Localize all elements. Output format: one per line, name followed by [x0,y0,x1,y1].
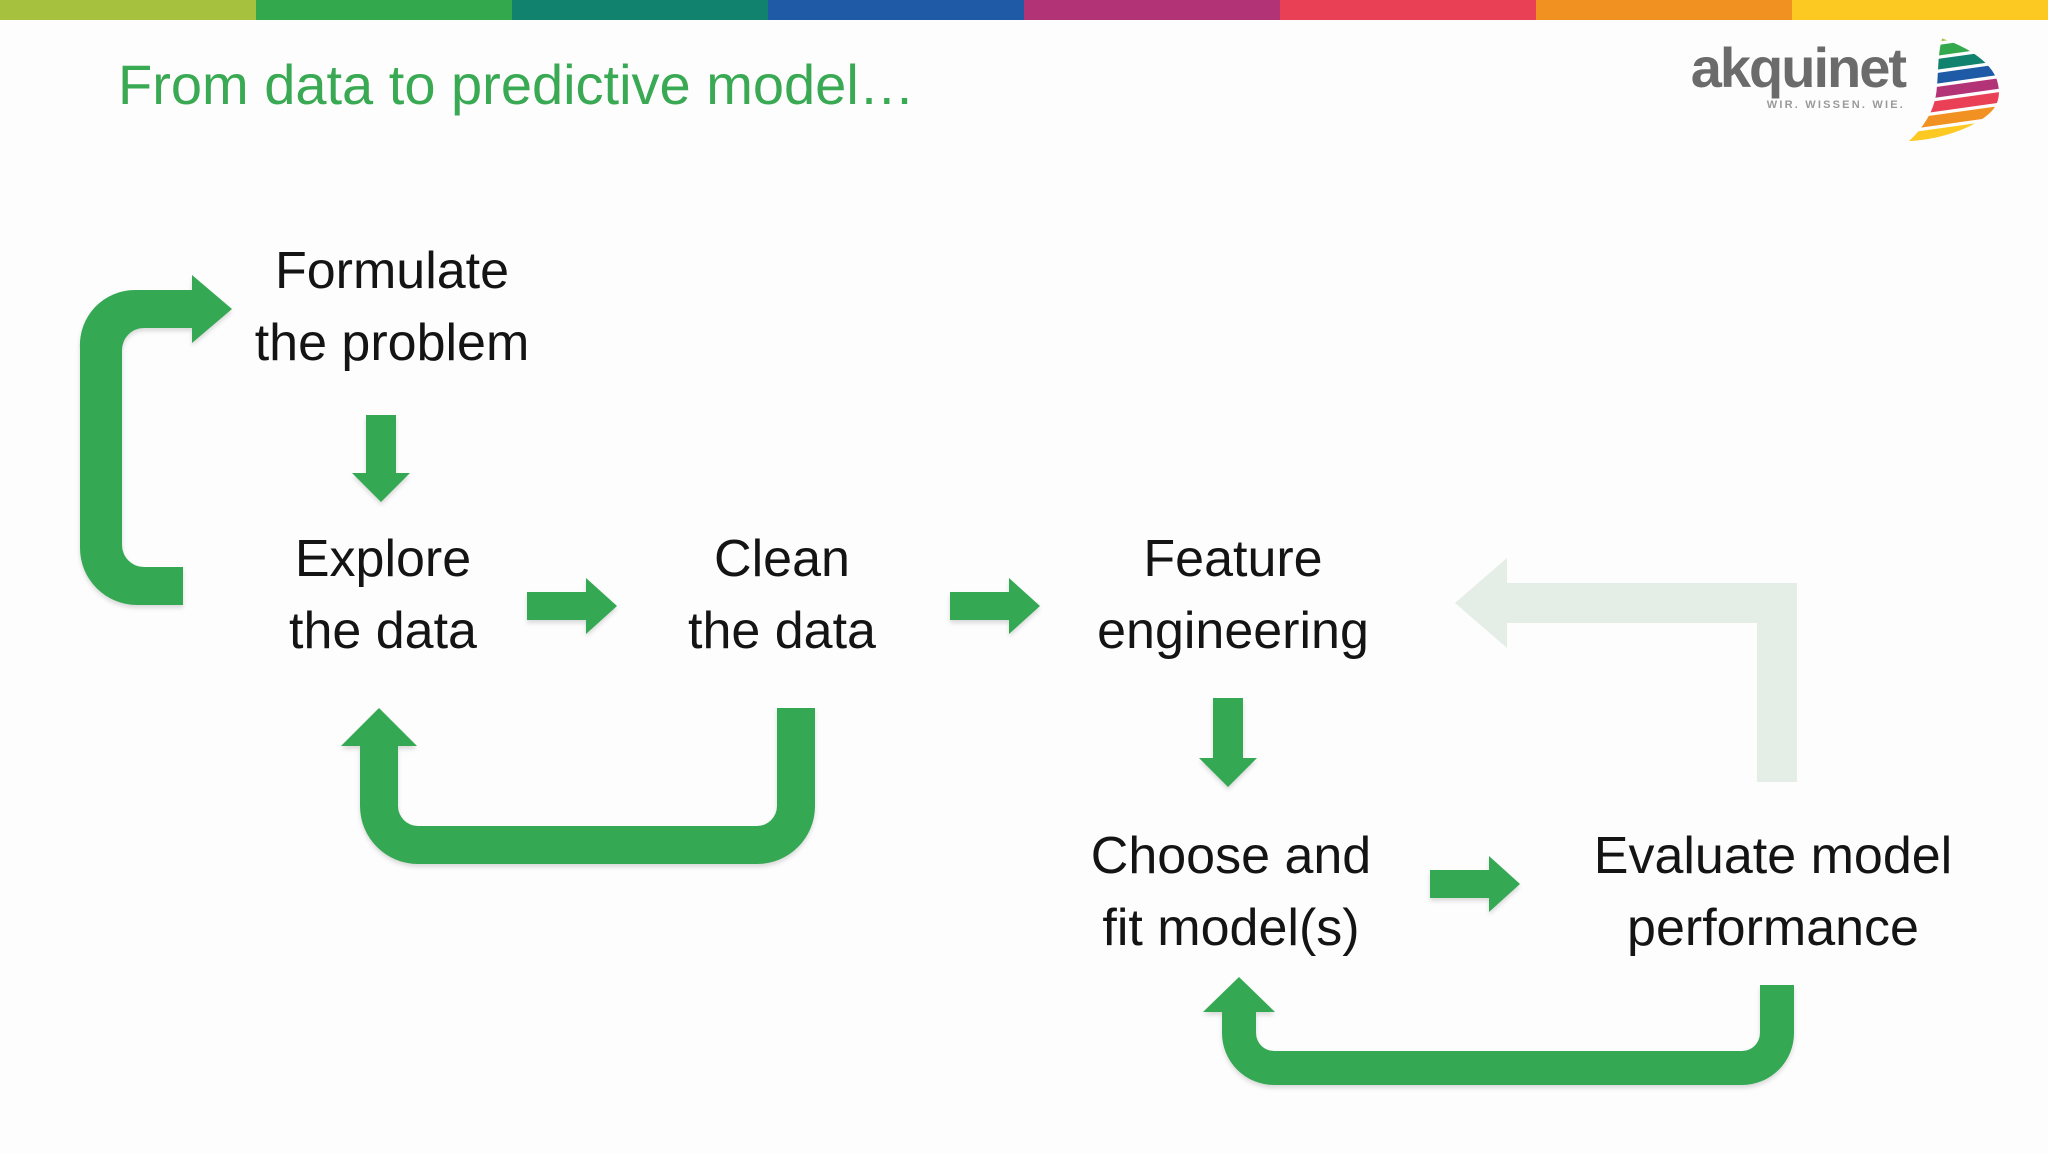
node-label-line: Feature [1143,530,1323,588]
bar-segment-4 [768,0,1024,20]
logo-wordmark: akquinet [1690,36,1907,99]
bar-segment-5 [1024,0,1280,20]
loop-explore-to-formulate [79,275,232,605]
logo-sail-icon [1895,31,2005,142]
node-label-line: Clean [714,530,850,588]
node-label-line: performance [1627,899,1919,957]
node-clean-the-data: Clean the data [688,523,876,667]
arrow-clean-to-feature [950,578,1040,634]
arrow-formulate-to-explore [352,415,410,502]
logo-tagline: WIR. WISSEN. WIE. [1766,99,1905,111]
node-label-line: the problem [254,314,530,372]
bar-segment-7 [1536,0,1792,20]
arrow-feature-to-choose [1199,698,1257,787]
node-label-line: the data [688,602,876,660]
loop-clean-to-explore [341,708,815,864]
node-explore-the-data: Explore the data [289,523,477,667]
bar-segment-3 [512,0,768,20]
loop-evaluate-to-feature-faded [1455,558,1797,782]
node-label-line: Choose and [1090,827,1372,885]
bar-segment-8 [1792,0,2048,20]
bar-segment-2 [256,0,512,20]
node-choose-and-fit-models: Choose and fit model(s) [1091,820,1371,964]
loop-evaluate-to-choose [1203,977,1794,1085]
bar-segment-6 [1280,0,1536,20]
arrow-choose-to-evaluate [1430,856,1520,912]
brand-color-bar [0,0,2048,20]
node-label-line: fit model(s) [1102,899,1360,957]
arrow-explore-to-clean [527,578,617,634]
node-label-line: Explore [294,530,472,588]
node-label-line: Evaluate model [1593,827,1953,885]
node-formulate-the-problem: Formulate the problem [255,235,530,379]
slide-title: From data to predictive model… [118,53,915,116]
node-evaluate-model-performance: Evaluate model performance [1594,820,1952,964]
bar-segment-1 [0,0,256,20]
akquinet-logo: akquinet WIR. WISSEN. WIE. [1655,40,1907,111]
node-label-line: engineering [1097,602,1369,660]
node-label-line: the data [289,602,477,660]
node-feature-engineering: Feature engineering [1097,523,1369,667]
node-label-line: Formulate [274,242,510,300]
